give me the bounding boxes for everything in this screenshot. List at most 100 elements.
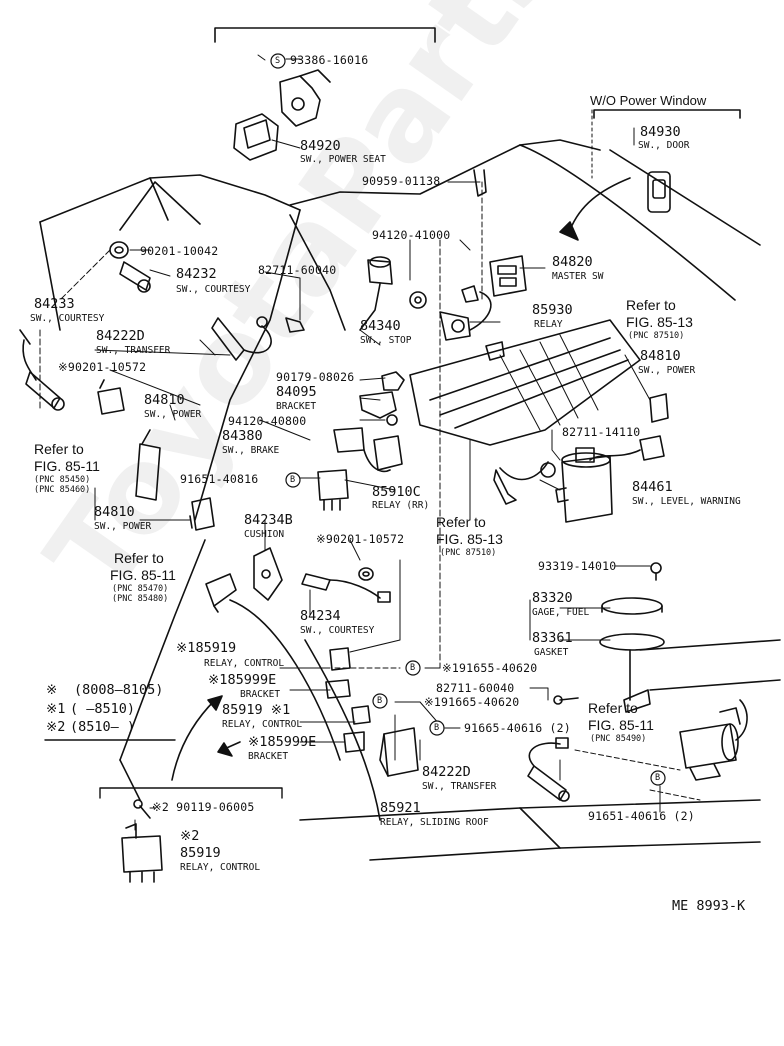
part-84233-number: 84233 (34, 296, 75, 312)
arrow-curve-window (569, 177, 631, 231)
ref3-pnc1: (PNC 87510) (440, 548, 497, 558)
part-84095-number: 84095 (276, 384, 317, 400)
part-90201-10042-number: 90201-10042 (140, 244, 219, 258)
part-84222d-bottom-desc: SW., TRANSFER (422, 781, 497, 792)
nut-90179-icon (381, 371, 405, 391)
part-82711-60040-right-number: 82711-60040 (436, 681, 515, 695)
power-switch-right-icon (649, 393, 669, 423)
ref4-pnc1: (PNC 85470) (112, 584, 169, 594)
part-85919-bottom-mark: ※2 (180, 828, 200, 844)
part-83320-desc: GAGE, FUEL (532, 607, 590, 618)
ref5-pnc1: (PNC 85490) (590, 734, 647, 744)
relay-control-85919-bottom-icon (121, 823, 163, 883)
part-94120-40800-number: 94120-40800 (228, 414, 307, 428)
part-83320-number: 83320 (532, 590, 573, 606)
legend-mark-1: ※1 (46, 701, 66, 717)
part-84810-left-number: 84810 (144, 392, 185, 408)
relay-control-85919-mid-icon (343, 705, 371, 753)
ref1-line2: FIG. 85-13 (626, 314, 693, 330)
part-90201-10572-mid-number: ※90201-10572 (316, 532, 405, 546)
part-90179-number: 90179-08026 (276, 370, 355, 384)
clip-90959-icon (473, 169, 487, 197)
mark-b-circle-2 (405, 660, 421, 676)
side-component-85470-icon (205, 573, 237, 613)
part-191665-number: ※191665-40620 (424, 695, 520, 709)
part-91651-40816-number: 91651-40816 (180, 472, 259, 486)
mark-b-label-4: B (434, 723, 440, 733)
ref2-pnc1: (PNC 85450) (34, 475, 91, 485)
pump-motor-icon (679, 699, 748, 781)
part-84920-desc: SW., POWER SEAT (300, 154, 386, 165)
part-84810-right-number: 84810 (640, 348, 681, 364)
screw-82711-right-icon (553, 695, 579, 705)
mark-b-circle-3 (372, 693, 388, 709)
header-wo-power-window: W/O Power Window (590, 93, 707, 108)
part-84810-left-desc: SW., POWER (144, 409, 202, 420)
part-185999e-top-number: ※185999E (208, 672, 277, 688)
bolt-93386-icon (279, 69, 331, 127)
cushion-84234b-icon (253, 547, 283, 601)
ref2-line1: Refer to (34, 441, 84, 457)
part-84810-right-desc: SW., POWER (638, 365, 696, 376)
nut-94120-icon (409, 291, 427, 309)
mark-b-label-2: B (410, 663, 416, 673)
part-84820-number: 84820 (552, 254, 593, 270)
part-91665-40616-number: 91665-40616 (2) (464, 721, 571, 735)
ref4-pnc2: (PNC 85480) (112, 594, 169, 604)
group-bracket-window (593, 109, 741, 119)
group-bracket-bottom (99, 787, 283, 799)
legend-text-1: ( –8510) (70, 701, 136, 717)
part-185919-desc: RELAY, CONTROL (204, 658, 285, 669)
part-84920-number: 84920 (300, 138, 341, 154)
part-84380-number: 84380 (222, 428, 263, 444)
part-84820-desc: MASTER SW (552, 271, 604, 282)
part-84234-desc: SW., COURTESY (300, 625, 375, 636)
mark-b-label-5: B (655, 773, 661, 783)
relay-sliding-roof-icon (379, 727, 419, 777)
part-84340-number: 84340 (360, 318, 401, 334)
part-85919-bottom-number: 85919 (180, 845, 221, 861)
stop-switch-icon (359, 256, 393, 331)
ref3-line1: Refer to (436, 514, 486, 530)
part-84233-desc: SW., COURTESY (30, 313, 105, 324)
part-85919-bottom-desc: RELAY, CONTROL (180, 862, 261, 873)
legend-mark-2: ※2 (46, 719, 66, 735)
wire-harness-icon (493, 461, 556, 505)
part-84222d-bottom-number: 84222D (422, 764, 471, 780)
seat-panel (409, 319, 641, 446)
part-84930-number: 84930 (640, 124, 681, 140)
mark-s-circle (270, 53, 286, 69)
part-82711-60040-top-number: 82711-60040 (258, 263, 337, 277)
transfer-switch-top-icon (211, 316, 272, 361)
part-91651-40616-number: 91651-40616 (2) (588, 809, 695, 823)
relay-85930-icon (439, 285, 505, 361)
part-90201-10572-left-number: ※90201-10572 (58, 360, 147, 374)
mark-b-circle-1 (285, 472, 301, 488)
part-84380-desc: SW., BRAKE (222, 445, 280, 456)
ref2-pnc2: (PNC 85460) (34, 485, 91, 495)
part-84810-bottom-number: 84810 (94, 504, 135, 520)
courtesy-switch-84232-icon (119, 261, 151, 293)
part-84340-desc: SW., STOP (360, 335, 412, 346)
part-84232-number: 84232 (176, 266, 217, 282)
part-84232-desc: SW., COURTESY (176, 284, 251, 295)
relay-control-85919-top-icon (325, 647, 351, 699)
part-85930-number: 85930 (532, 302, 573, 318)
part-84222d-top-number: 84222D (96, 328, 145, 344)
ref3-line2: FIG. 85-13 (436, 531, 503, 547)
legend-text-0: (8008–8105) (74, 682, 164, 698)
ref1-line1: Refer to (626, 297, 676, 313)
legend-text-2: (8510– ) (70, 719, 136, 735)
ref2-line2: FIG. 85-11 (34, 458, 100, 474)
mark-b-label-1: B (290, 475, 296, 485)
mark-s-label: S (275, 56, 281, 66)
mark-b-circle-5 (650, 770, 666, 786)
mark-b-label-3: B (377, 696, 383, 706)
part-191655-number: ※191655-40620 (442, 661, 538, 675)
part-84461-number: 84461 (632, 479, 673, 495)
part-90119-number: ※2 90119-06005 (152, 800, 255, 814)
part-84234b-desc: CUSHION (244, 529, 285, 540)
